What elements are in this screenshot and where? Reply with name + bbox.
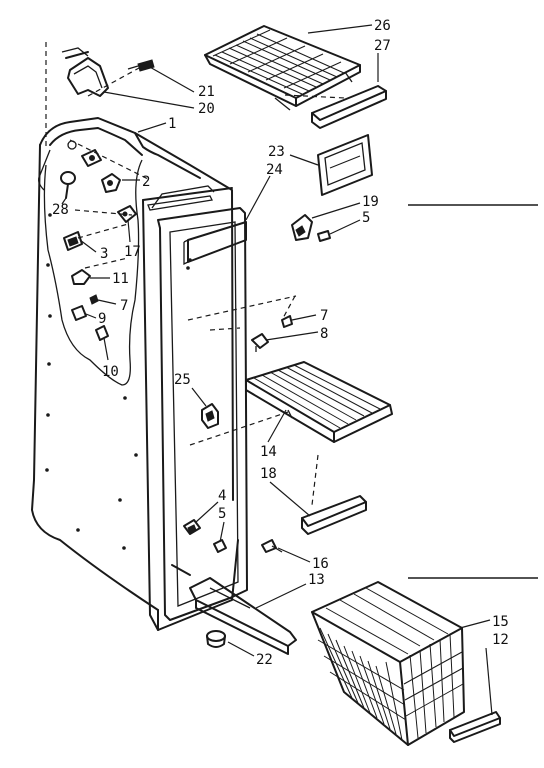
bulb-part-5-upper	[317, 230, 331, 242]
callout-17: 17	[124, 244, 141, 260]
screw-part-21	[127, 59, 155, 72]
part-5-lower	[213, 539, 227, 553]
part-11	[71, 269, 91, 285]
part-4	[183, 519, 201, 535]
part-8	[251, 333, 269, 352]
callout-20: 20	[198, 101, 215, 117]
callout-9: 9	[98, 311, 106, 327]
callout-3: 3	[100, 246, 108, 262]
callout-labels: 26 27 21 20 1 23 24 2 28 19 5 17 3 11 7 …	[52, 18, 509, 668]
callout-23: 23	[268, 144, 285, 160]
callout-2: 2	[142, 174, 150, 190]
basket-front-part-12	[449, 711, 501, 743]
wire-shelf-part-14	[245, 361, 393, 443]
basket-rail-part-13	[171, 564, 297, 655]
foot-part-22	[206, 630, 226, 648]
callout-12: 12	[492, 632, 509, 648]
callout-22: 22	[256, 652, 273, 668]
damper-part-17	[117, 205, 137, 223]
callout-27: 27	[374, 38, 391, 54]
callout-26: 26	[374, 18, 391, 34]
control-part-upper	[67, 140, 102, 167]
callout-18: 18	[260, 466, 277, 482]
shelf-trim-part-27	[311, 85, 387, 129]
callout-19: 19	[362, 194, 379, 210]
top-wire-shelf-part-26	[204, 25, 361, 111]
callout-11: 11	[112, 271, 129, 287]
callout-7-left: 7	[120, 298, 128, 314]
callout-21: 21	[198, 84, 215, 100]
callout-10: 10	[102, 364, 119, 380]
freezer-liner-part	[31, 117, 248, 631]
shelf-front-part-18	[301, 495, 367, 535]
screw-part-16	[261, 539, 283, 553]
callout-7-right: 7	[320, 308, 328, 324]
part-9	[71, 305, 87, 321]
callout-14: 14	[260, 444, 277, 460]
part-25	[201, 403, 219, 429]
switch-part-3	[63, 231, 83, 251]
callout-1: 1	[168, 116, 176, 132]
control-knob-part-28	[60, 171, 76, 199]
part-10	[95, 325, 109, 341]
part-7-right	[281, 315, 293, 328]
callout-leaders	[61, 24, 493, 716]
callout-13: 13	[308, 572, 325, 588]
callout-8: 8	[320, 326, 328, 342]
light-shield-part-24	[183, 221, 247, 266]
light-cover-part-23	[317, 134, 373, 196]
callout-24: 24	[266, 162, 283, 178]
callout-15: 15	[492, 614, 509, 630]
part-7-left	[89, 294, 99, 305]
callout-4: 4	[218, 488, 226, 504]
wire-basket-part-15	[311, 581, 465, 746]
callout-16: 16	[312, 556, 329, 572]
callout-28: 28	[52, 202, 69, 218]
bracket-part-20	[61, 47, 109, 97]
callout-25: 25	[174, 372, 191, 388]
control-part-2	[101, 173, 121, 193]
callout-5-upper: 5	[362, 210, 370, 226]
assembly-dashed-lines	[45, 42, 346, 506]
light-socket-part-19	[291, 214, 313, 241]
callout-5-lower: 5	[218, 506, 226, 522]
